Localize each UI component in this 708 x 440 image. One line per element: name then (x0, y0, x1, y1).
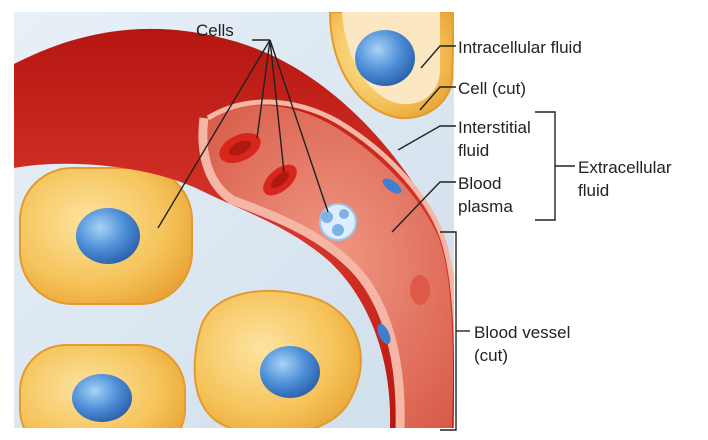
tissue-cell-bottom-left (20, 345, 185, 440)
label-interstitial-line1: Interstitial (458, 117, 531, 138)
label-interstitial-line2: fluid (458, 140, 489, 161)
label-cells: Cells (196, 20, 234, 41)
tissue-cell-bottom-center (195, 291, 361, 435)
label-extracellular-line2: fluid (578, 180, 609, 201)
label-blood-plasma-line1: Blood (458, 173, 501, 194)
label-blood-plasma-line2: plasma (458, 196, 513, 217)
label-blood-vessel-line2: (cut) (474, 345, 508, 366)
label-blood-vessel-line1: Blood vessel (474, 322, 570, 343)
tissue-cell-left (20, 168, 192, 304)
white-blood-cell (320, 204, 356, 240)
red-blood-cell-in-wall (410, 275, 430, 305)
label-intracellular-fluid: Intracellular fluid (458, 37, 582, 58)
label-cell-cut: Cell (cut) (458, 78, 526, 99)
label-extracellular-line1: Extracellular (578, 157, 672, 178)
